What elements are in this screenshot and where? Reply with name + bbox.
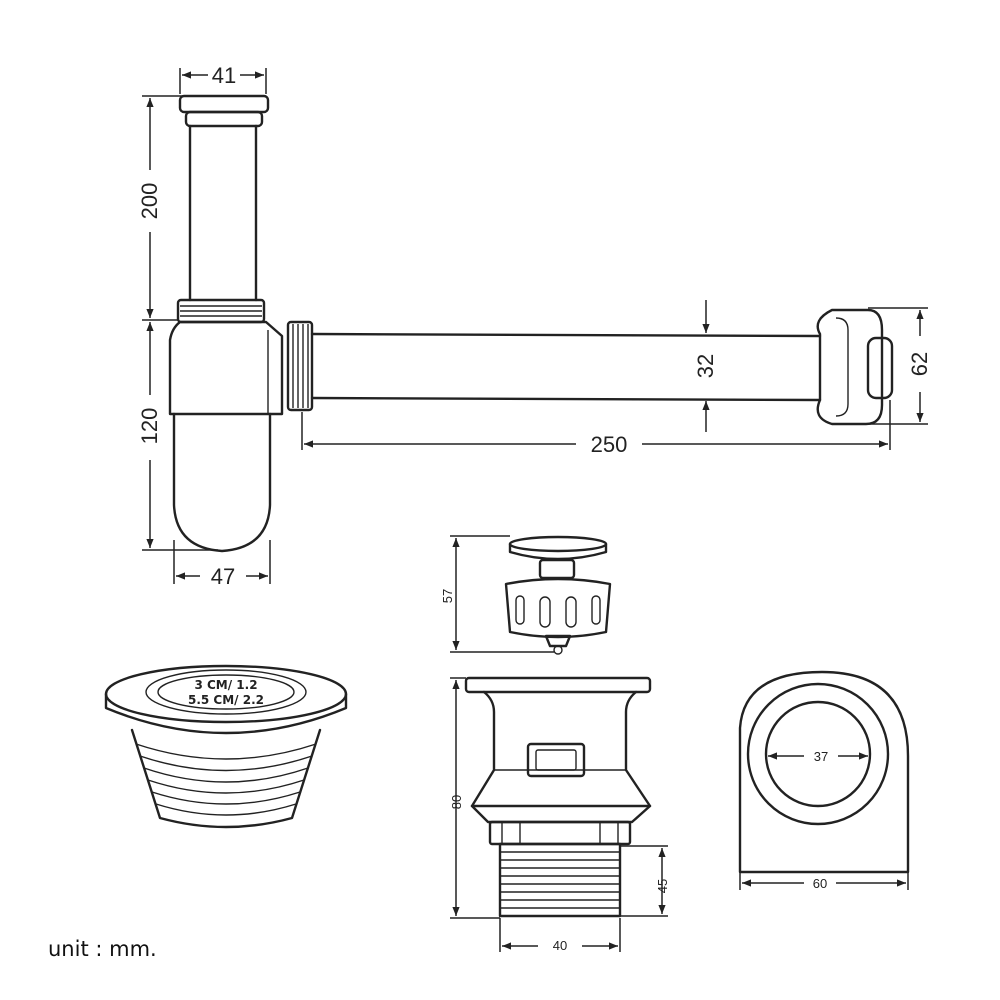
dimension-body-height: 80: [449, 677, 500, 919]
dimension-bottle-width: 47: [173, 540, 271, 589]
dimension-label: 62: [907, 352, 932, 376]
dimension-label: 80: [449, 795, 464, 809]
dimension-bottle-height: 120: [137, 322, 218, 551]
dimension-label: 47: [211, 564, 235, 589]
dimension-label: 40: [553, 938, 567, 953]
dimension-tube-height: 200: [137, 95, 186, 321]
dimension-label: 60: [813, 876, 827, 891]
dimension-label: 32: [693, 354, 718, 378]
dimension-inner-diameter: 37: [768, 749, 868, 764]
dimension-outlet-diameter: 32: [693, 300, 718, 432]
pop-up-plug: [504, 535, 612, 655]
dimension-label: 120: [137, 408, 162, 445]
dimension-plug-height: 57: [440, 535, 554, 653]
dimension-outer-diameter: 60: [739, 872, 909, 891]
cap-label-line-2: 5.5 CM/ 2.2: [188, 693, 264, 707]
dimension-thread-width: 40: [499, 918, 621, 953]
dimension-label: 45: [655, 879, 670, 893]
dimension-label: 250: [591, 432, 628, 457]
dimension-flange-diameter: 62: [868, 307, 932, 425]
dimension-label: 37: [814, 749, 828, 764]
dimension-label: 57: [440, 589, 455, 603]
dimension-label: 41: [212, 63, 236, 88]
cap-label-line-1: 3 CM/ 1.2: [194, 678, 257, 692]
dimension-top-width: 41: [179, 63, 267, 94]
waste-body: [464, 676, 652, 918]
dimension-outlet-length: 250: [301, 400, 891, 457]
unit-label: unit : mm.: [48, 937, 157, 961]
dimension-thread-height: 45: [620, 845, 670, 917]
cap-insert: 3 CM/ 1.2 5.5 CM/ 2.2: [104, 664, 348, 829]
bottle-trap: [168, 94, 894, 553]
top-view: [738, 670, 910, 874]
dimension-label: 200: [137, 183, 162, 220]
